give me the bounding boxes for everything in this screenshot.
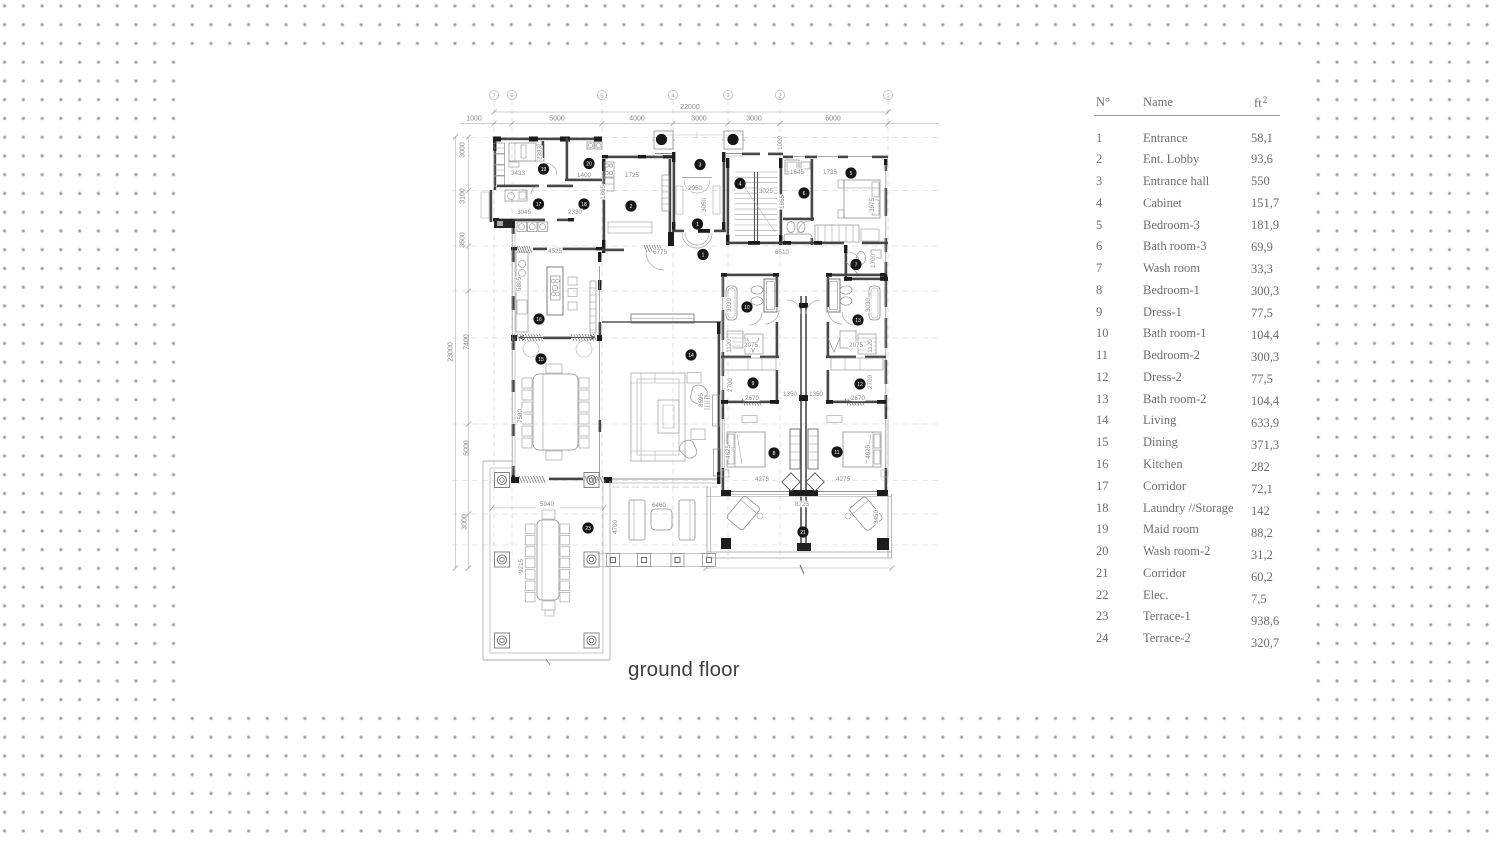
svg-text:3045: 3045 bbox=[517, 209, 532, 216]
svg-text:3000: 3000 bbox=[746, 116, 762, 123]
svg-text:8: 8 bbox=[773, 451, 776, 457]
svg-text:1000: 1000 bbox=[777, 136, 784, 151]
svg-text:3050: 3050 bbox=[701, 198, 708, 213]
svg-text:3433: 3433 bbox=[511, 170, 526, 177]
svg-text:2383: 2383 bbox=[537, 146, 544, 161]
svg-text:3000: 3000 bbox=[460, 142, 467, 158]
svg-text:4: 4 bbox=[671, 93, 675, 99]
svg-text:2670: 2670 bbox=[851, 395, 866, 402]
svg-text:3975: 3975 bbox=[869, 198, 876, 213]
svg-text:12: 12 bbox=[857, 382, 863, 388]
svg-text:20: 20 bbox=[586, 161, 592, 167]
svg-text:2670: 2670 bbox=[745, 395, 760, 402]
svg-text:2950: 2950 bbox=[688, 185, 703, 192]
svg-text:7: 7 bbox=[855, 262, 858, 268]
svg-text:23000: 23000 bbox=[448, 342, 455, 362]
svg-text:1: 1 bbox=[886, 93, 889, 99]
svg-text:5805: 5805 bbox=[516, 277, 523, 292]
svg-text:6510: 6510 bbox=[775, 249, 790, 256]
svg-text:3500: 3500 bbox=[460, 232, 467, 248]
svg-text:4625: 4625 bbox=[725, 445, 732, 460]
svg-text:2: 2 bbox=[630, 204, 633, 210]
svg-text:1120: 1120 bbox=[867, 339, 874, 353]
svg-text:3: 3 bbox=[726, 93, 729, 99]
svg-text:7: 7 bbox=[492, 93, 495, 99]
svg-text:2330: 2330 bbox=[568, 209, 583, 216]
svg-text:3450: 3450 bbox=[873, 510, 880, 525]
svg-text:10: 10 bbox=[744, 305, 750, 311]
svg-text:23: 23 bbox=[585, 526, 591, 532]
svg-text:19: 19 bbox=[541, 167, 547, 173]
svg-text:13: 13 bbox=[855, 318, 861, 324]
svg-text:1700: 1700 bbox=[870, 254, 877, 269]
svg-text:1000: 1000 bbox=[466, 116, 482, 123]
svg-text:4: 4 bbox=[739, 181, 742, 187]
svg-text:21: 21 bbox=[800, 530, 806, 536]
svg-text:5940: 5940 bbox=[540, 501, 555, 508]
svg-text:1735: 1735 bbox=[823, 169, 838, 176]
svg-text:5: 5 bbox=[600, 93, 603, 99]
svg-text:3030: 3030 bbox=[865, 298, 872, 313]
svg-text:17: 17 bbox=[536, 202, 542, 208]
svg-text:2700: 2700 bbox=[867, 375, 874, 390]
svg-text:4275: 4275 bbox=[836, 476, 851, 483]
svg-text:9: 9 bbox=[752, 381, 755, 387]
svg-text:1865: 1865 bbox=[600, 185, 607, 200]
svg-text:1350: 1350 bbox=[783, 391, 798, 398]
svg-text:5: 5 bbox=[850, 171, 853, 177]
svg-text:6: 6 bbox=[510, 93, 513, 99]
svg-text:3025: 3025 bbox=[759, 188, 774, 195]
svg-text:2075: 2075 bbox=[744, 342, 759, 349]
svg-text:6775: 6775 bbox=[653, 249, 668, 256]
svg-text:18: 18 bbox=[581, 202, 587, 208]
svg-text:8695: 8695 bbox=[698, 393, 705, 408]
svg-text:11: 11 bbox=[834, 450, 839, 456]
svg-text:3000: 3000 bbox=[691, 116, 707, 123]
svg-text:5000: 5000 bbox=[464, 440, 471, 456]
svg-text:2700: 2700 bbox=[727, 378, 734, 393]
svg-text:3030: 3030 bbox=[726, 298, 733, 313]
svg-text:1865: 1865 bbox=[779, 195, 786, 210]
svg-text:4525: 4525 bbox=[548, 248, 563, 255]
svg-text:7580: 7580 bbox=[517, 409, 524, 424]
svg-text:3000: 3000 bbox=[462, 514, 469, 530]
svg-text:9215: 9215 bbox=[518, 559, 525, 574]
svg-text:4625: 4625 bbox=[865, 445, 872, 460]
svg-text:4700: 4700 bbox=[612, 520, 619, 535]
svg-text:2: 2 bbox=[778, 93, 781, 99]
svg-text:15: 15 bbox=[538, 357, 544, 363]
svg-text:1350: 1350 bbox=[809, 391, 824, 398]
svg-text:1: 1 bbox=[702, 252, 705, 258]
svg-text:5000: 5000 bbox=[549, 116, 565, 123]
svg-text:14: 14 bbox=[688, 353, 694, 359]
svg-text:6: 6 bbox=[803, 191, 806, 197]
svg-text:8725: 8725 bbox=[795, 501, 810, 508]
svg-text:6000: 6000 bbox=[825, 116, 841, 123]
svg-text:16: 16 bbox=[536, 317, 542, 323]
svg-text:2075: 2075 bbox=[849, 342, 864, 349]
svg-text:3100: 3100 bbox=[460, 188, 467, 204]
svg-text:7400: 7400 bbox=[464, 334, 471, 350]
svg-text:6460: 6460 bbox=[652, 502, 667, 509]
svg-text:1725: 1725 bbox=[625, 172, 640, 179]
svg-text:3: 3 bbox=[699, 162, 702, 168]
svg-text:1400: 1400 bbox=[577, 172, 592, 179]
svg-text:22000: 22000 bbox=[680, 104, 700, 111]
svg-text:4275: 4275 bbox=[755, 476, 770, 483]
svg-text:1120: 1120 bbox=[726, 339, 733, 353]
svg-text:1645: 1645 bbox=[790, 169, 805, 176]
svg-text:4000: 4000 bbox=[629, 116, 645, 123]
svg-text:1: 1 bbox=[696, 222, 699, 228]
